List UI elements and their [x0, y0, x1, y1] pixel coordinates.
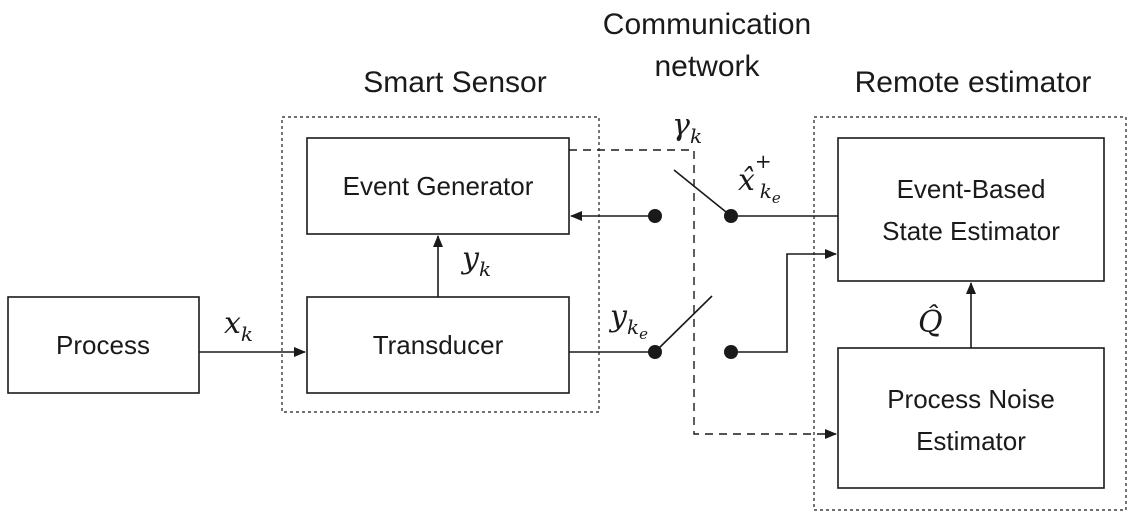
signal-y-label: yk	[460, 241, 491, 281]
signal-gamma-label: γk	[672, 108, 702, 148]
signal-qhat-label: Q̂	[918, 305, 943, 340]
signal-xhat-label: x̂+ke	[738, 149, 781, 207]
process-label: Process	[56, 330, 150, 360]
switch-lower-blade	[654, 295, 713, 353]
remote-estimator-header: Remote estimator	[855, 66, 1092, 99]
smart-sensor-header: Smart Sensor	[363, 66, 546, 99]
switch-terminal	[724, 209, 738, 223]
remote-estimator-group	[813, 116, 1127, 511]
state-estimator-label-line1: Event-Based	[897, 174, 1046, 204]
event-generator-block	[306, 137, 570, 235]
switch-terminal	[724, 345, 738, 359]
switch-upper-blade	[673, 169, 732, 217]
transducer-label: Transducer	[373, 330, 504, 360]
smart-sensor-group	[281, 116, 600, 413]
signal-x-label: xk	[224, 306, 253, 346]
transducer-block	[306, 296, 570, 394]
network-header-line1: Communication	[603, 8, 811, 41]
event-generator-label: Event Generator	[343, 171, 534, 201]
state-estimator-block	[837, 137, 1105, 282]
signal-y-ke-label: yke	[608, 299, 648, 343]
switch-terminal	[648, 345, 662, 359]
noise-estimator-label-line2: Estimator	[916, 426, 1026, 456]
wire-switch-to-state-estimator	[731, 249, 837, 353]
dashed-trigger-line	[569, 149, 837, 439]
network-header-line2: network	[654, 50, 760, 83]
noise-estimator-label-line1: Process Noise	[887, 384, 1055, 414]
state-estimator-label-line2: State Estimator	[882, 216, 1060, 246]
noise-estimator-block	[837, 347, 1105, 489]
process-block	[7, 296, 200, 394]
switch-terminal	[648, 209, 662, 223]
